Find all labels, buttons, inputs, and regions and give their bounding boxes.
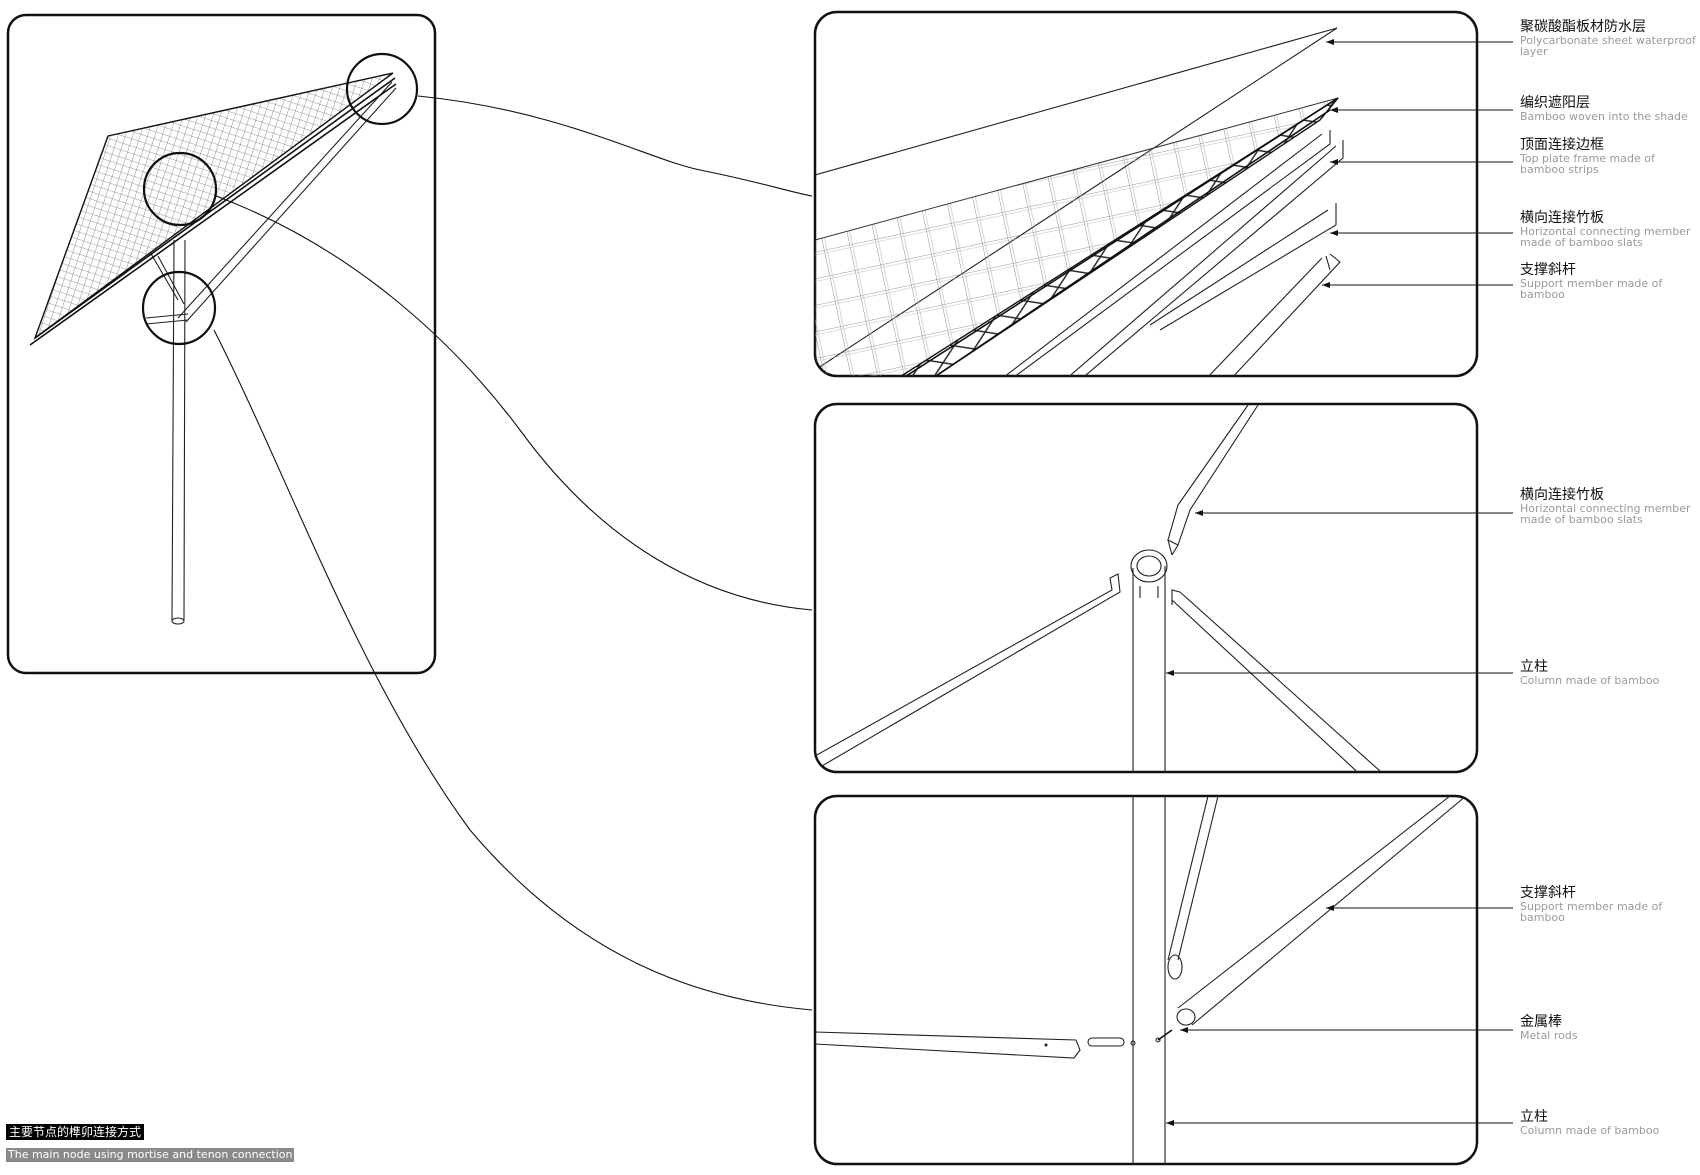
label-en: Polycarbonate sheet waterproof layer xyxy=(1520,33,1696,59)
label-metal-rods: 金属棒 Metal rods xyxy=(1520,1015,1700,1041)
figure-caption: 主要节点的榫卯连接方式 The main node using mortise … xyxy=(6,1121,295,1162)
caption-en: The main node using mortise and tenon co… xyxy=(6,1148,295,1162)
label-woven-shade: 编织遮阳层 Bamboo woven into the shade xyxy=(1520,96,1700,122)
label-zh: 立柱 xyxy=(1520,1109,1548,1125)
label-en: Horizontal connecting member made of bam… xyxy=(1520,224,1691,250)
label-support-member: 支撑斜杆 Support member made of bamboo xyxy=(1520,263,1700,301)
detail-panel-roof xyxy=(813,10,1479,378)
canopy xyxy=(29,72,397,346)
label-zh: 横向连接竹板 xyxy=(1520,487,1604,503)
label-en: Support member made of bamboo xyxy=(1520,276,1663,302)
label-zh: 支撑斜杆 xyxy=(1520,262,1576,278)
connector-curves xyxy=(213,95,813,1011)
label-column: 立柱 Column made of bamboo xyxy=(1520,660,1700,686)
label-en: Horizontal connecting member made of bam… xyxy=(1520,501,1691,527)
label-zh: 支撑斜杆 xyxy=(1520,885,1576,901)
label-zh: 金属棒 xyxy=(1520,1014,1562,1030)
label-polycarbonate: 聚碳酸酯板材防水层 Polycarbonate sheet waterproof… xyxy=(1520,20,1700,58)
caption-zh: 主要节点的榫卯连接方式 xyxy=(6,1124,145,1140)
label-horizontal-slat: 横向连接竹板 Horizontal connecting member made… xyxy=(1520,211,1700,249)
detail-panel-column-joint xyxy=(813,794,1479,1166)
label-top-frame: 顶面连接边框 Top plate frame made of bamboo st… xyxy=(1520,138,1700,176)
label-zh: 横向连接竹板 xyxy=(1520,210,1604,226)
detail-panel-column-head xyxy=(813,402,1479,774)
label-en: Column made of bamboo xyxy=(1520,1123,1660,1137)
detail-circle-low xyxy=(141,270,217,346)
label-zh: 编织遮阳层 xyxy=(1520,95,1590,111)
detail-circle-mid xyxy=(142,151,218,227)
label-column-2: 立柱 Column made of bamboo xyxy=(1520,1110,1700,1136)
label-en: Bamboo woven into the shade xyxy=(1520,109,1688,123)
label-en: Column made of bamboo xyxy=(1520,673,1660,687)
leader-lines xyxy=(1166,39,1513,1126)
label-zh: 立柱 xyxy=(1520,659,1548,675)
label-horizontal-slat-2: 横向连接竹板 Horizontal connecting member made… xyxy=(1520,488,1700,526)
label-en: Metal rods xyxy=(1520,1028,1578,1042)
label-en: Support member made of bamboo xyxy=(1520,899,1663,925)
label-zh: 聚碳酸酯板材防水层 xyxy=(1520,19,1646,35)
label-zh: 顶面连接边框 xyxy=(1520,137,1604,153)
label-support-member-2: 支撑斜杆 Support member made of bamboo xyxy=(1520,886,1700,924)
detail-circle-top xyxy=(345,52,419,126)
label-en: Top plate frame made of bamboo strips xyxy=(1520,151,1655,177)
